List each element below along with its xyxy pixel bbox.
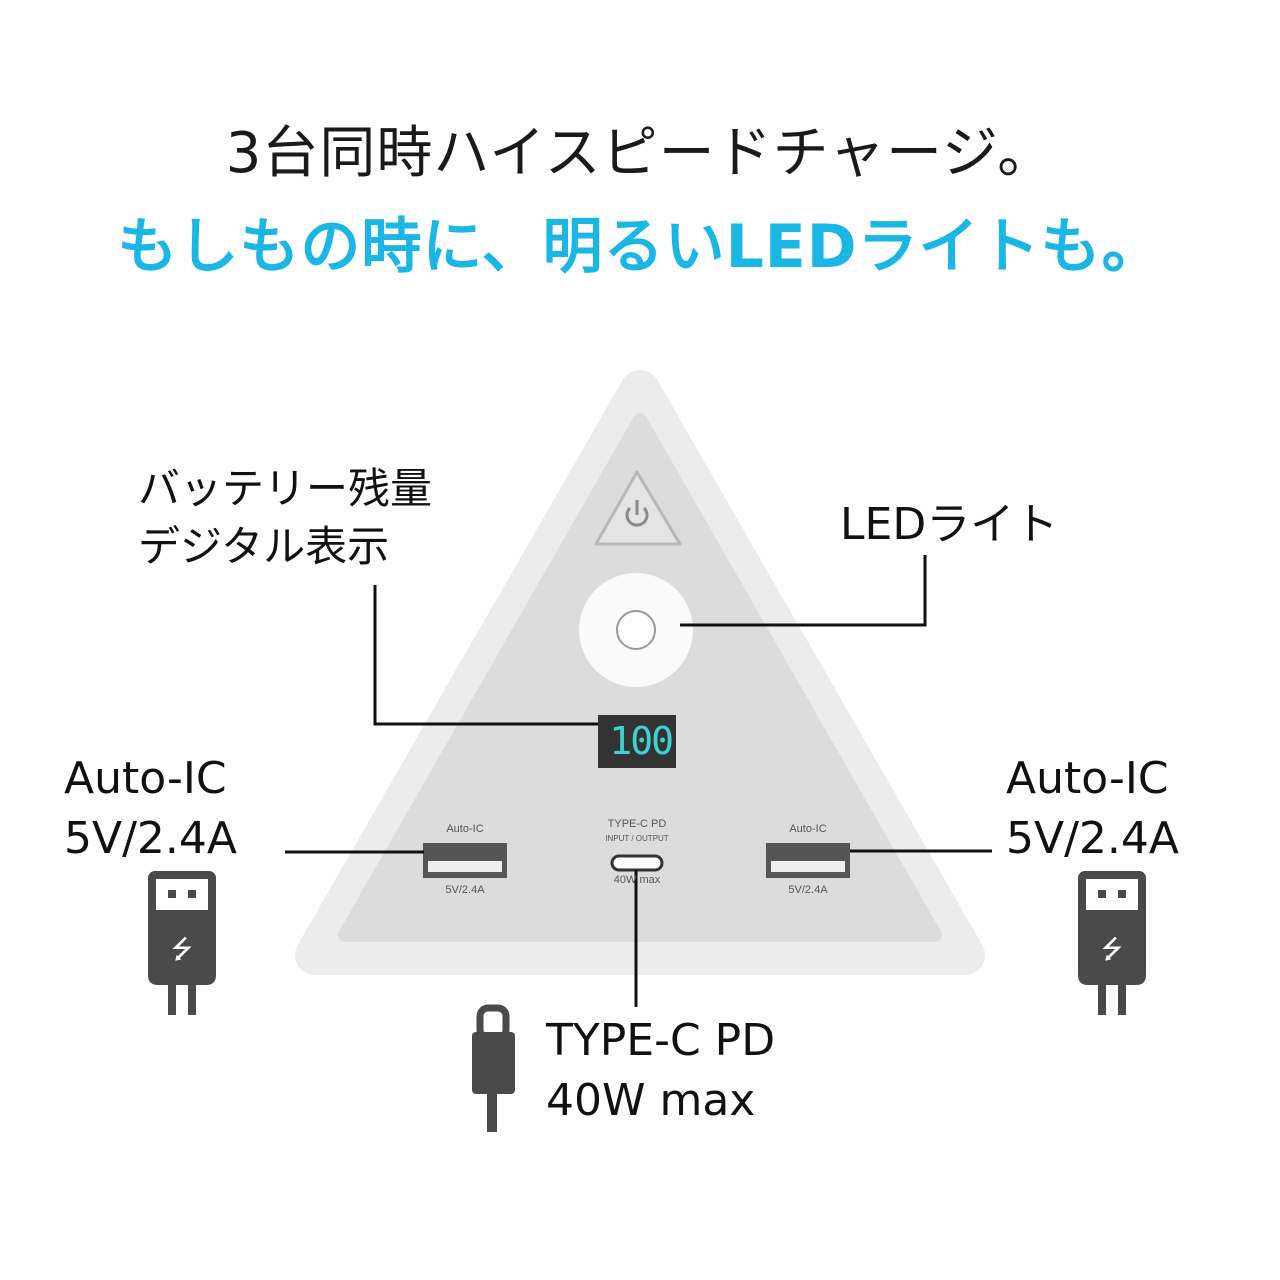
- usb-a-cable-icon-right: ⭍: [1078, 871, 1146, 1015]
- right-port-label: Auto-IC: [789, 823, 827, 835]
- usb-a-cable-icon-left: ⭍: [148, 871, 216, 1015]
- usb-a-port-left: [423, 843, 507, 878]
- headline-line2: もしもの時に、明るいLEDライトも。: [117, 212, 1163, 282]
- left-port-rating: 5V/2.4A: [445, 884, 485, 896]
- typec-callout-line1: TYPE-C PD: [546, 1015, 776, 1066]
- usb-a-port-right: [766, 843, 850, 878]
- right-usb-callout-line2: 5V/2.4A: [1006, 813, 1179, 864]
- svg-text:⭍: ⭍: [1101, 935, 1123, 965]
- led-light: [579, 573, 693, 687]
- usb-c-port: [610, 854, 664, 872]
- right-port-rating: 5V/2.4A: [788, 884, 828, 896]
- typec-port-rating: 40W max: [613, 874, 661, 886]
- right-usb-callout-line1: Auto-IC: [1006, 753, 1169, 804]
- left-port-label: Auto-IC: [446, 823, 484, 835]
- battery-display-callout-line1: バッテリー残量: [138, 464, 433, 513]
- svg-text:⭍: ⭍: [171, 935, 193, 965]
- battery-leader-line: [373, 585, 598, 726]
- battery-display: 100: [598, 715, 676, 768]
- power-icon: [625, 506, 649, 527]
- typec-callout-line2: 40W max: [546, 1075, 756, 1126]
- battery-display-callout-line2: デジタル表示: [138, 522, 390, 571]
- usb-c-cable-icon: [472, 1004, 515, 1132]
- typec-port-sub: INPUT / OUTPUT: [605, 834, 669, 843]
- headline-line1: 3台同時ハイスピードチャージ。: [225, 121, 1055, 186]
- led-leader-line: [680, 555, 927, 627]
- led-light-callout: LEDライト: [840, 499, 1059, 550]
- left-usb-callout-line1: Auto-IC: [64, 753, 227, 804]
- left-usb-callout-line2: 5V/2.4A: [64, 813, 237, 864]
- typec-port-label: TYPE-C PD: [607, 818, 667, 830]
- power-button[interactable]: [594, 470, 682, 546]
